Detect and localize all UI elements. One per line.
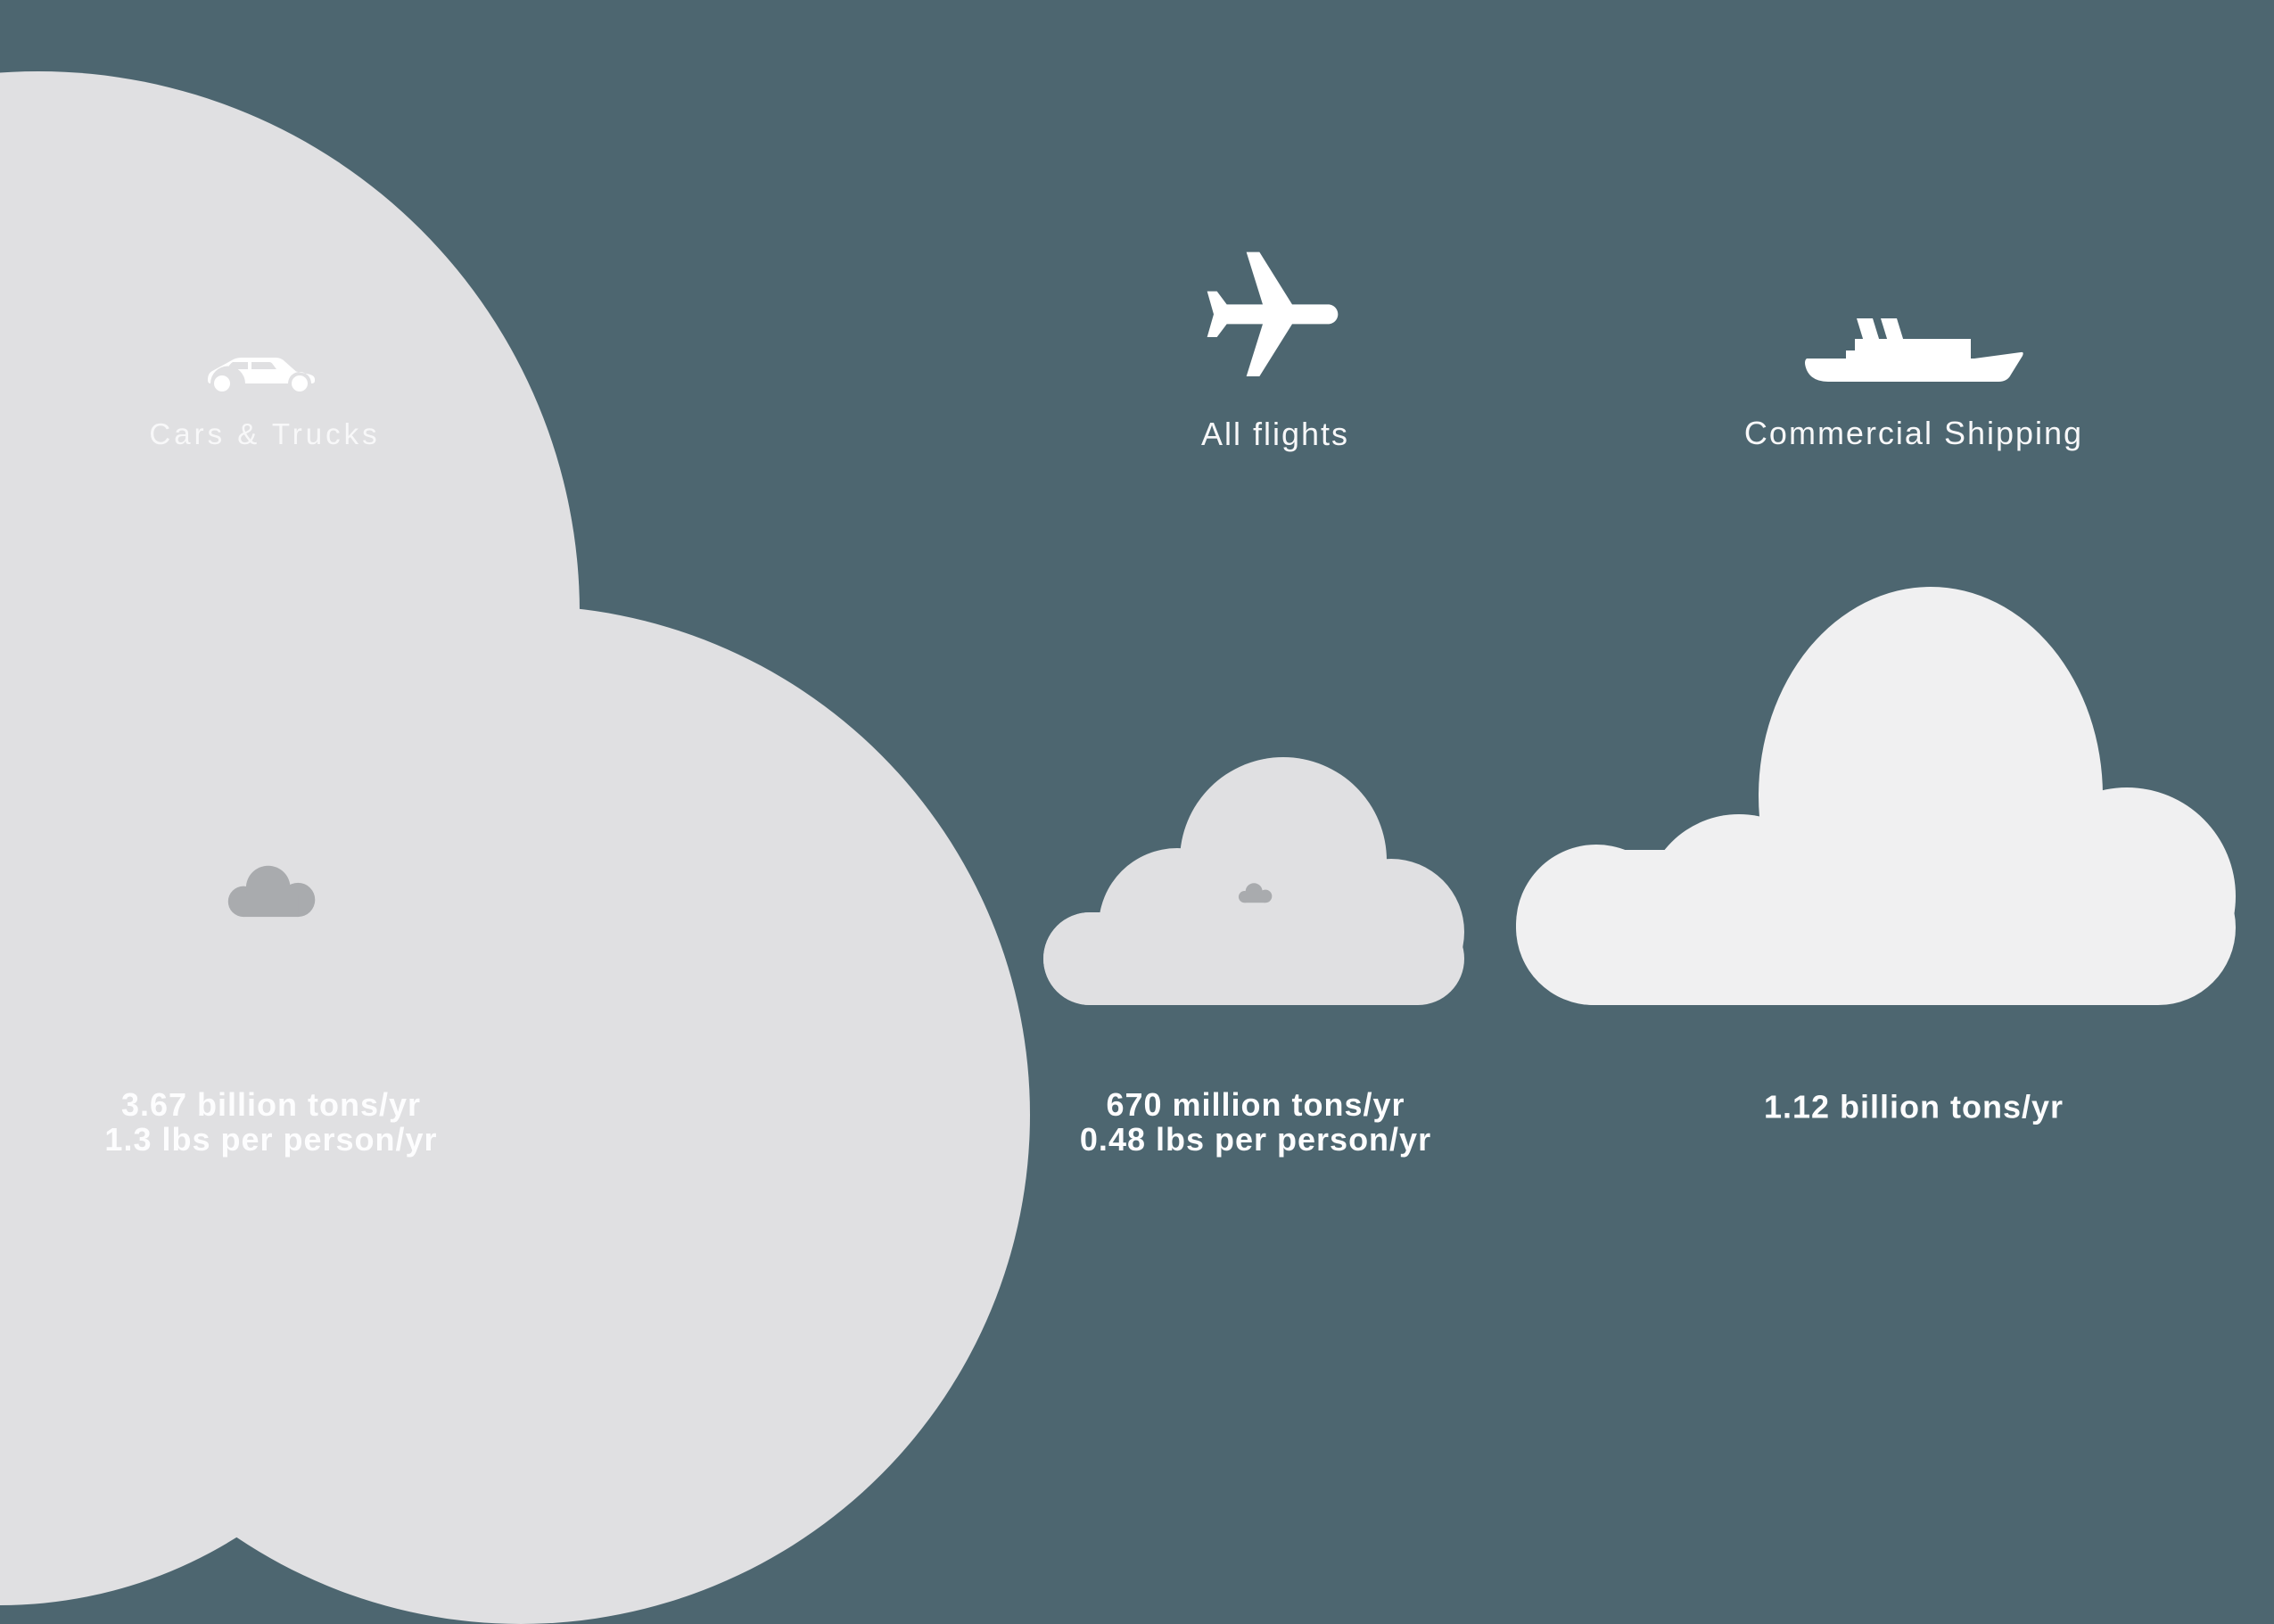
- all-flights-stats: 670 million tons/yr 0.48 lbs per person/…: [1080, 1087, 1431, 1157]
- car-icon: [203, 350, 318, 395]
- stat-line: 1.12 billion tons/yr: [1763, 1088, 2064, 1125]
- commercial-shipping-stats: 1.12 billion tons/yr: [1764, 1090, 2064, 1125]
- cloud-base: [1516, 850, 2236, 1005]
- all-flights-cloud: [1042, 754, 1465, 1005]
- commercial-shipping-label: Commercial Shipping: [1743, 415, 2084, 451]
- stat-line: 3.67 billion tons/yr: [120, 1086, 422, 1123]
- ship-icon: [1800, 318, 2024, 385]
- commercial-shipping-cloud: [1516, 587, 2237, 1005]
- small-cloud-icon: [221, 861, 324, 919]
- cars-trucks-label: Cars & Trucks: [149, 417, 381, 450]
- stat-line: 0.48 lbs per person/yr: [1079, 1121, 1432, 1158]
- small-cloud-icon: [1236, 881, 1275, 903]
- stat-line: 670 million tons/yr: [1106, 1086, 1405, 1123]
- cloud-base: [1043, 912, 1464, 1005]
- all-flights-label: All flights: [1200, 416, 1350, 452]
- emissions-infographic: Cars & Trucks All flights Commercial Shi…: [0, 71, 2237, 1624]
- airplane-icon: [1192, 239, 1353, 396]
- cars-trucks-stats: 3.67 billion tons/yr 1.3 lbs per person/…: [104, 1087, 437, 1157]
- stat-line: 1.3 lbs per person/yr: [104, 1121, 438, 1158]
